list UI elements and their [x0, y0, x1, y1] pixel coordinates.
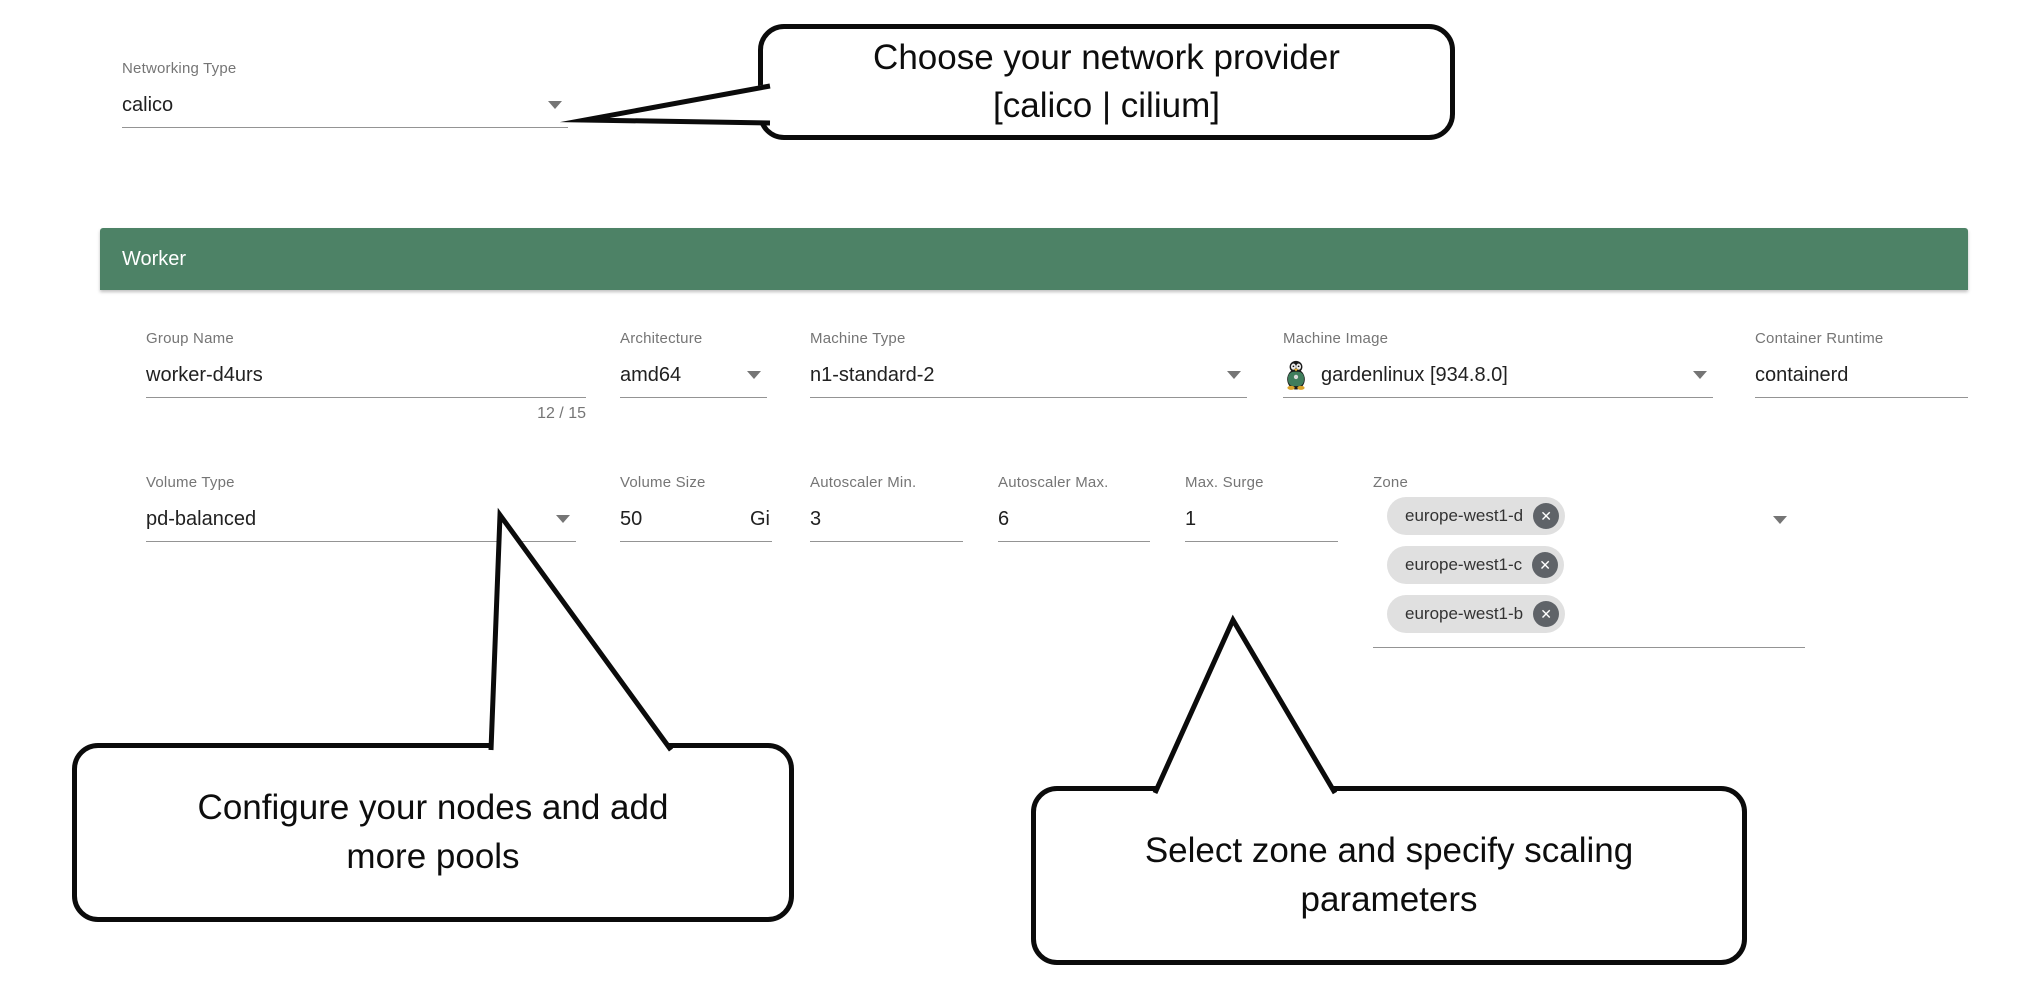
- networking-type-select[interactable]: calico: [122, 83, 568, 128]
- container-runtime-value: containerd: [1755, 363, 1849, 386]
- remove-zone-icon[interactable]: ✕: [1533, 601, 1560, 627]
- callout-zone-line1: Select zone and specify scaling: [1144, 831, 1634, 871]
- zone-chip-text: europe-west1-c: [1405, 555, 1523, 574]
- networking-type-label: Networking Type: [122, 60, 237, 77]
- group-name-counter: 12 / 15: [537, 405, 586, 422]
- machine-type-label: Machine Type: [810, 330, 906, 347]
- zone-multiselect[interactable]: europe-west1-d ✕ europe-west1-c ✕ europe…: [1373, 497, 1805, 648]
- autoscaler-min-label: Autoscaler Min.: [810, 474, 917, 491]
- worker-section-title: Worker: [122, 247, 187, 270]
- container-runtime-label: Container Runtime: [1755, 330, 1884, 347]
- chevron-down-icon[interactable]: [1693, 371, 1707, 379]
- autoscaler-min-value: 3: [810, 507, 822, 530]
- callout-configure-nodes: Configure your nodes and add more pools: [72, 743, 794, 922]
- volume-size-value: 50: [620, 507, 643, 530]
- volume-type-label: Volume Type: [146, 474, 235, 491]
- zone-label: Zone: [1373, 474, 1408, 491]
- volume-size-unit: Gi: [750, 507, 770, 530]
- group-name-field: Group Name worker-d4urs 12 / 15: [146, 330, 586, 423]
- volume-type-select[interactable]: pd-balanced: [146, 497, 576, 542]
- callout-zone-line2: parameters: [1300, 879, 1478, 919]
- group-name-value: worker-d4urs: [146, 363, 263, 386]
- volume-size-field: Volume Size 50 Gi: [620, 474, 772, 542]
- networking-type-value: calico: [122, 93, 174, 116]
- volume-size-input[interactable]: 50 Gi: [620, 497, 772, 542]
- zone-chip-text: europe-west1-b: [1405, 604, 1524, 623]
- machine-type-field: Machine Type n1-standard-2: [810, 330, 1247, 398]
- callout-network-line1: Choose your network provider: [873, 37, 1340, 77]
- max-surge-field: Max. Surge 1: [1185, 474, 1338, 542]
- zone-field: Zone europe-west1-d ✕ europe-west1-c ✕ e…: [1373, 474, 1805, 648]
- networking-type-field: Networking Type calico: [122, 60, 568, 128]
- zone-chip-text: europe-west1-d: [1405, 506, 1524, 525]
- architecture-value: amd64: [620, 363, 682, 386]
- callout-nodes-line2: more pools: [346, 836, 520, 876]
- machine-type-select[interactable]: n1-standard-2: [810, 353, 1247, 398]
- machine-image-select[interactable]: gardenlinux [934.8.0]: [1283, 353, 1713, 398]
- chevron-down-icon[interactable]: [747, 371, 761, 379]
- callout-nodes-line1: Configure your nodes and add: [197, 788, 669, 828]
- max-surge-input[interactable]: 1: [1185, 497, 1338, 542]
- volume-type-field: Volume Type pd-balanced: [146, 474, 576, 542]
- machine-type-value: n1-standard-2: [810, 363, 935, 386]
- autoscaler-max-value: 6: [998, 507, 1010, 530]
- autoscaler-max-field: Autoscaler Max. 6: [998, 474, 1150, 542]
- autoscaler-min-field: Autoscaler Min. 3: [810, 474, 963, 542]
- container-runtime-field: Container Runtime containerd: [1755, 330, 1968, 398]
- zone-chip[interactable]: europe-west1-c ✕: [1387, 546, 1565, 584]
- autoscaler-max-label: Autoscaler Max.: [998, 474, 1109, 491]
- chevron-down-icon[interactable]: [556, 515, 570, 523]
- penguin-icon: [1287, 360, 1305, 390]
- remove-zone-icon[interactable]: ✕: [1532, 552, 1559, 578]
- group-name-input[interactable]: worker-d4urs: [146, 353, 586, 398]
- architecture-field: Architecture amd64: [620, 330, 767, 398]
- max-surge-value: 1: [1185, 507, 1197, 530]
- machine-image-label: Machine Image: [1283, 330, 1389, 347]
- callout-select-zone: Select zone and specify scaling paramete…: [1031, 786, 1747, 965]
- callout-network-line2: [calico | cilium]: [993, 86, 1220, 125]
- group-name-label: Group Name: [146, 330, 234, 347]
- architecture-select[interactable]: amd64: [620, 353, 767, 398]
- volume-type-value: pd-balanced: [146, 507, 257, 530]
- machine-image-field: Machine Image gardenlinux [934.8.0]: [1283, 330, 1713, 398]
- architecture-label: Architecture: [620, 330, 703, 347]
- max-surge-label: Max. Surge: [1185, 474, 1264, 491]
- machine-image-value: gardenlinux [934.8.0]: [1321, 363, 1508, 386]
- container-runtime-select[interactable]: containerd: [1755, 353, 1968, 398]
- zone-chip[interactable]: europe-west1-d ✕: [1387, 497, 1566, 535]
- remove-zone-icon[interactable]: ✕: [1533, 503, 1560, 529]
- autoscaler-max-input[interactable]: 6: [998, 497, 1150, 542]
- chevron-down-icon[interactable]: [1227, 371, 1241, 379]
- chevron-down-icon[interactable]: [548, 101, 562, 109]
- worker-section-header: Worker: [100, 228, 1968, 290]
- zone-chip[interactable]: europe-west1-b ✕: [1387, 595, 1566, 633]
- callout-network-provider: Choose your network provider [calico | c…: [758, 24, 1455, 140]
- autoscaler-min-input[interactable]: 3: [810, 497, 963, 542]
- volume-size-label: Volume Size: [620, 474, 706, 491]
- chevron-down-icon[interactable]: [1773, 516, 1787, 524]
